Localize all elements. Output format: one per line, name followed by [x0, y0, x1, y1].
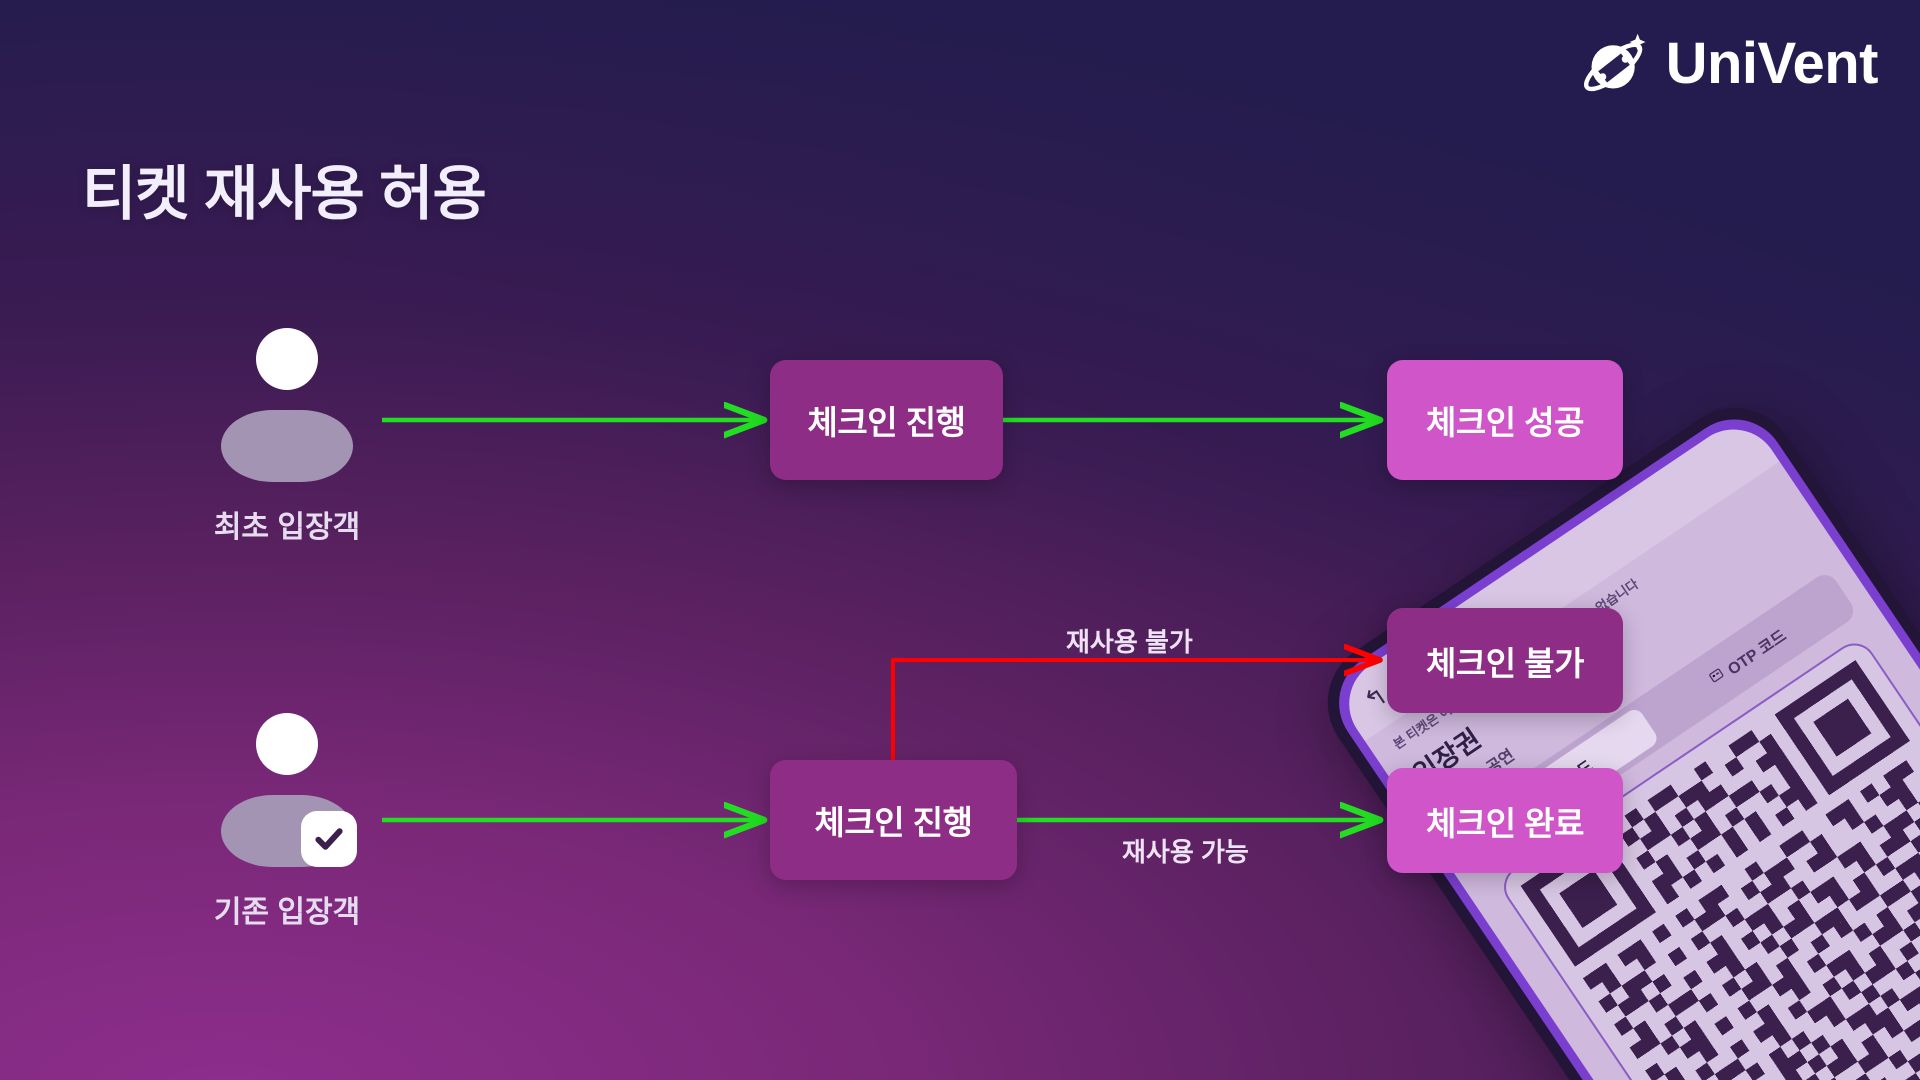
- brand-logo: UniVent: [1580, 28, 1879, 100]
- phone-qr-card: [1495, 634, 1920, 1080]
- brand-name: UniVent: [1665, 31, 1879, 96]
- person-existing-entrant: 기존 입장객: [197, 713, 377, 931]
- planet-ticket-icon: [1580, 28, 1652, 100]
- otp-icon: [1707, 665, 1729, 689]
- person-body-icon: [221, 410, 353, 482]
- phone-tab-otp[interactable]: OTP 코드: [1645, 578, 1850, 735]
- phone-mockup: ↰ 본 티켓은 이 휴대기기 외 복제하여 반출할 수 없습니다 입장권 Uni…: [1303, 383, 1920, 1080]
- phone-bezel: ↰ 본 티켓은 이 휴대기기 외 복제하여 반출할 수 없습니다 입장권 Uni…: [1318, 399, 1920, 1080]
- person-head-icon: [256, 328, 318, 390]
- phone-screen: ↰ 본 티켓은 이 휴대기기 외 복제하여 반출할 수 없습니다 입장권 Uni…: [1331, 411, 1920, 1080]
- phone-frame: ↰ 본 티켓은 이 휴대기기 외 복제하여 반출할 수 없습니다 입장권 Uni…: [1303, 383, 1920, 1080]
- edge-label-reuse-allowed: 재사용 가능: [1122, 837, 1249, 867]
- page-title: 티켓 재사용 허용: [82, 160, 487, 227]
- person-first-entrant: 최초 입장객: [197, 328, 377, 546]
- person-figure: [197, 713, 377, 873]
- node-checkin-process-first[interactable]: 체크인 진행: [770, 360, 1003, 480]
- person-figure: [197, 328, 377, 488]
- person-caption: 기존 입장객: [213, 896, 361, 929]
- node-checkin-complete[interactable]: 체크인 완료: [1387, 768, 1623, 873]
- node-checkin-success[interactable]: 체크인 성공: [1387, 360, 1623, 480]
- check-icon: [301, 811, 357, 867]
- person-head-icon: [256, 713, 318, 775]
- edge-label-reuse-denied: 재사용 불가: [1066, 627, 1193, 657]
- person-caption: 최초 입장객: [213, 511, 361, 544]
- qr-code-image: [1520, 659, 1920, 1080]
- node-checkin-denied[interactable]: 체크인 불가: [1387, 608, 1623, 713]
- node-checkin-process-existing[interactable]: 체크인 진행: [770, 760, 1017, 880]
